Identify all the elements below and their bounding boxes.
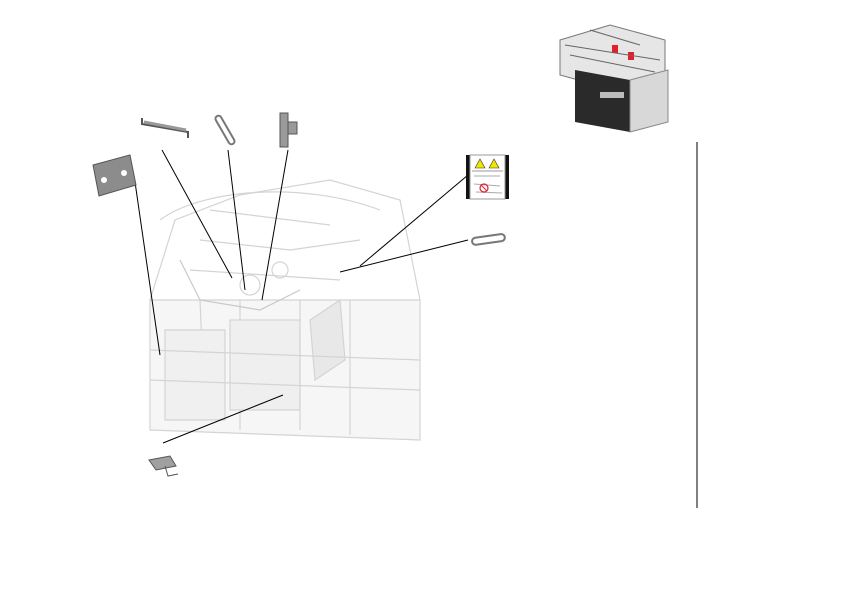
- plate-icon: [92, 154, 137, 197]
- mount-bracket-icon: [279, 112, 298, 148]
- bracket-bar-icon: [141, 118, 189, 138]
- leader-lines: [134, 149, 469, 444]
- pin-icon: [471, 233, 506, 246]
- warning-label-icon: [466, 154, 509, 200]
- ghost-assembly: [149, 179, 421, 441]
- unit-photo: [559, 24, 669, 133]
- bottom-bracket-icon: [148, 455, 179, 477]
- pin-icon: [214, 114, 236, 146]
